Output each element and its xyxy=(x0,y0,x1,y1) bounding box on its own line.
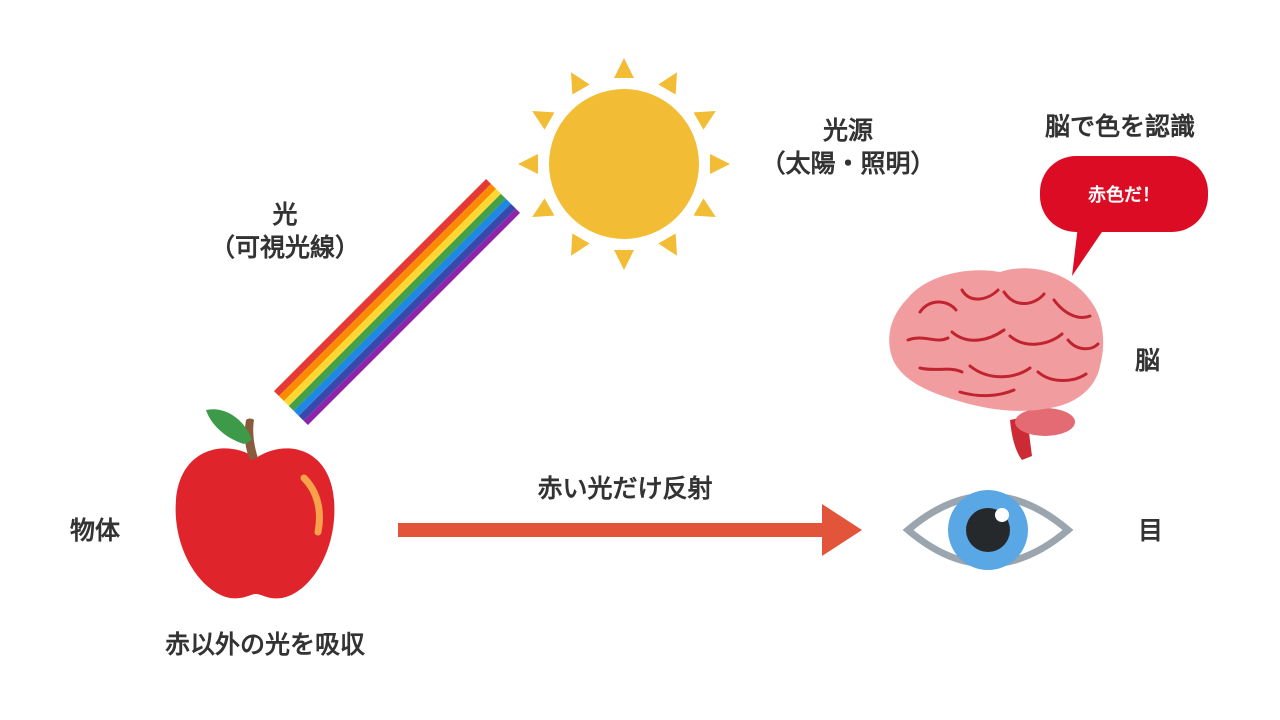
brain-label: 脳 xyxy=(1135,346,1161,375)
light-title: 光 xyxy=(272,200,298,229)
eye-icon xyxy=(902,490,1074,570)
light-source-label: 光源 （太陽・照明） xyxy=(748,114,948,180)
light-label: 光 （可視光線） xyxy=(190,198,380,264)
apple-icon xyxy=(175,409,335,599)
reflect-label: 赤い光だけ反射 xyxy=(537,474,713,503)
reflect-arrow xyxy=(398,504,862,556)
light-source-subtitle: （太陽・照明） xyxy=(760,149,936,178)
rainbow-beam xyxy=(273,178,521,426)
object-label: 物体 xyxy=(70,516,121,545)
eye-label: 目 xyxy=(1138,516,1164,545)
light-subtitle: （可視光線） xyxy=(209,233,360,262)
light-source-title: 光源 xyxy=(822,116,873,145)
absorb-label: 赤以外の光を吸収 xyxy=(164,630,365,659)
speech-bubble-text: 赤色だ！ xyxy=(1088,185,1160,206)
sun-icon xyxy=(518,58,730,270)
speech-bubble xyxy=(1040,156,1208,276)
brain-recognize-label: 脳で色を認識 xyxy=(1044,112,1195,141)
brain-icon xyxy=(889,268,1104,460)
